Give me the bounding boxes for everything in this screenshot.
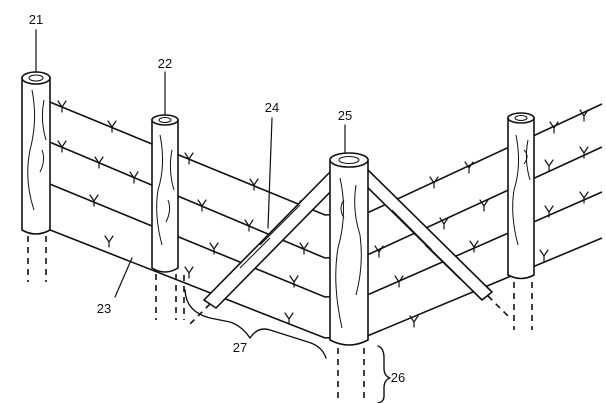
wire-right-top xyxy=(364,103,603,215)
label-27: 27 xyxy=(233,340,247,355)
labels: 21 22 23 24 25 26 27 xyxy=(29,12,405,385)
bracket-27 xyxy=(184,289,327,359)
bracket-26 xyxy=(377,345,391,403)
post-25-corner xyxy=(329,152,369,400)
wire-left-bottom xyxy=(39,225,341,339)
label-26: 26 xyxy=(391,370,405,385)
brace-left xyxy=(202,170,344,310)
label-22: 22 xyxy=(158,56,172,71)
label-23: 23 xyxy=(97,301,111,316)
leader-lines xyxy=(35,29,346,298)
post-21 xyxy=(21,71,51,282)
wire-right-3 xyxy=(364,191,603,297)
wire-right-2 xyxy=(364,146,603,257)
label-24: 24 xyxy=(265,100,279,115)
brace-right xyxy=(356,168,494,302)
label-25: 25 xyxy=(338,108,352,123)
right-fence-wires xyxy=(364,103,603,338)
leader-24 xyxy=(267,117,273,229)
barbs xyxy=(57,100,589,328)
leader-23 xyxy=(114,257,133,298)
label-21: 21 xyxy=(29,12,43,27)
post-right xyxy=(507,112,535,330)
post-22 xyxy=(151,114,179,320)
